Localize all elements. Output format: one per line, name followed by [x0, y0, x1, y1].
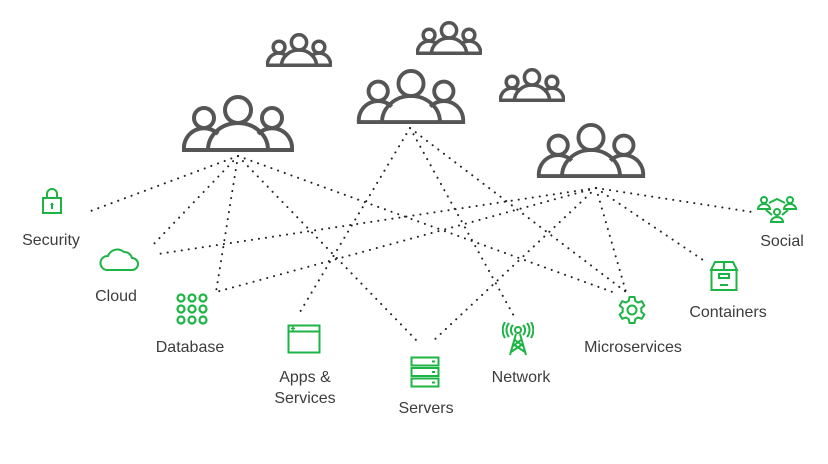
user-group-large-left-icon [182, 95, 294, 152]
microservices-label: Microservices [584, 339, 682, 356]
containers-label: Containers [689, 304, 767, 321]
connection-group-right-to-social [595, 187, 753, 213]
connection-group-left-to-security [87, 155, 239, 213]
server-stack-icon [410, 356, 440, 388]
apps-label-line1: Apps & [279, 369, 331, 386]
app-window-icon [287, 324, 321, 354]
database-grid-icon [176, 293, 208, 325]
apps-label-line2: Services [274, 390, 336, 407]
connection-group-right-to-microservices [595, 187, 627, 293]
network-label: Network [491, 369, 551, 386]
user-group-large-center-icon [356, 68, 466, 124]
connection-group-right-to-containers [595, 187, 707, 263]
connection-group-left-to-cloud [149, 155, 239, 249]
security-label: Security [22, 232, 80, 249]
user-group-small-top-right-icon [499, 68, 565, 102]
connection-group-left-to-servers [237, 155, 419, 343]
antenna-tower-icon [502, 322, 534, 356]
cloud-icon [99, 248, 139, 271]
connection-group-right-to-database [215, 187, 597, 293]
connection-group-center-to-microservices [409, 127, 627, 293]
cloud-label: Cloud [95, 288, 137, 305]
social-label: Social [760, 233, 804, 250]
user-group-small-top-center-icon [416, 21, 482, 55]
lock-icon [42, 188, 62, 214]
user-group-small-top-left-icon [266, 33, 332, 67]
connection-group-center-to-apps [299, 127, 411, 313]
servers-label: Servers [398, 400, 454, 417]
database-label: Database [155, 339, 225, 356]
box-icon [709, 261, 739, 291]
connection-group-right-to-cloud [157, 187, 597, 255]
gear-icon [618, 296, 646, 324]
social-network-icon [756, 196, 798, 223]
user-group-large-right-icon [536, 122, 646, 178]
connection-group-center-to-network [409, 127, 516, 319]
